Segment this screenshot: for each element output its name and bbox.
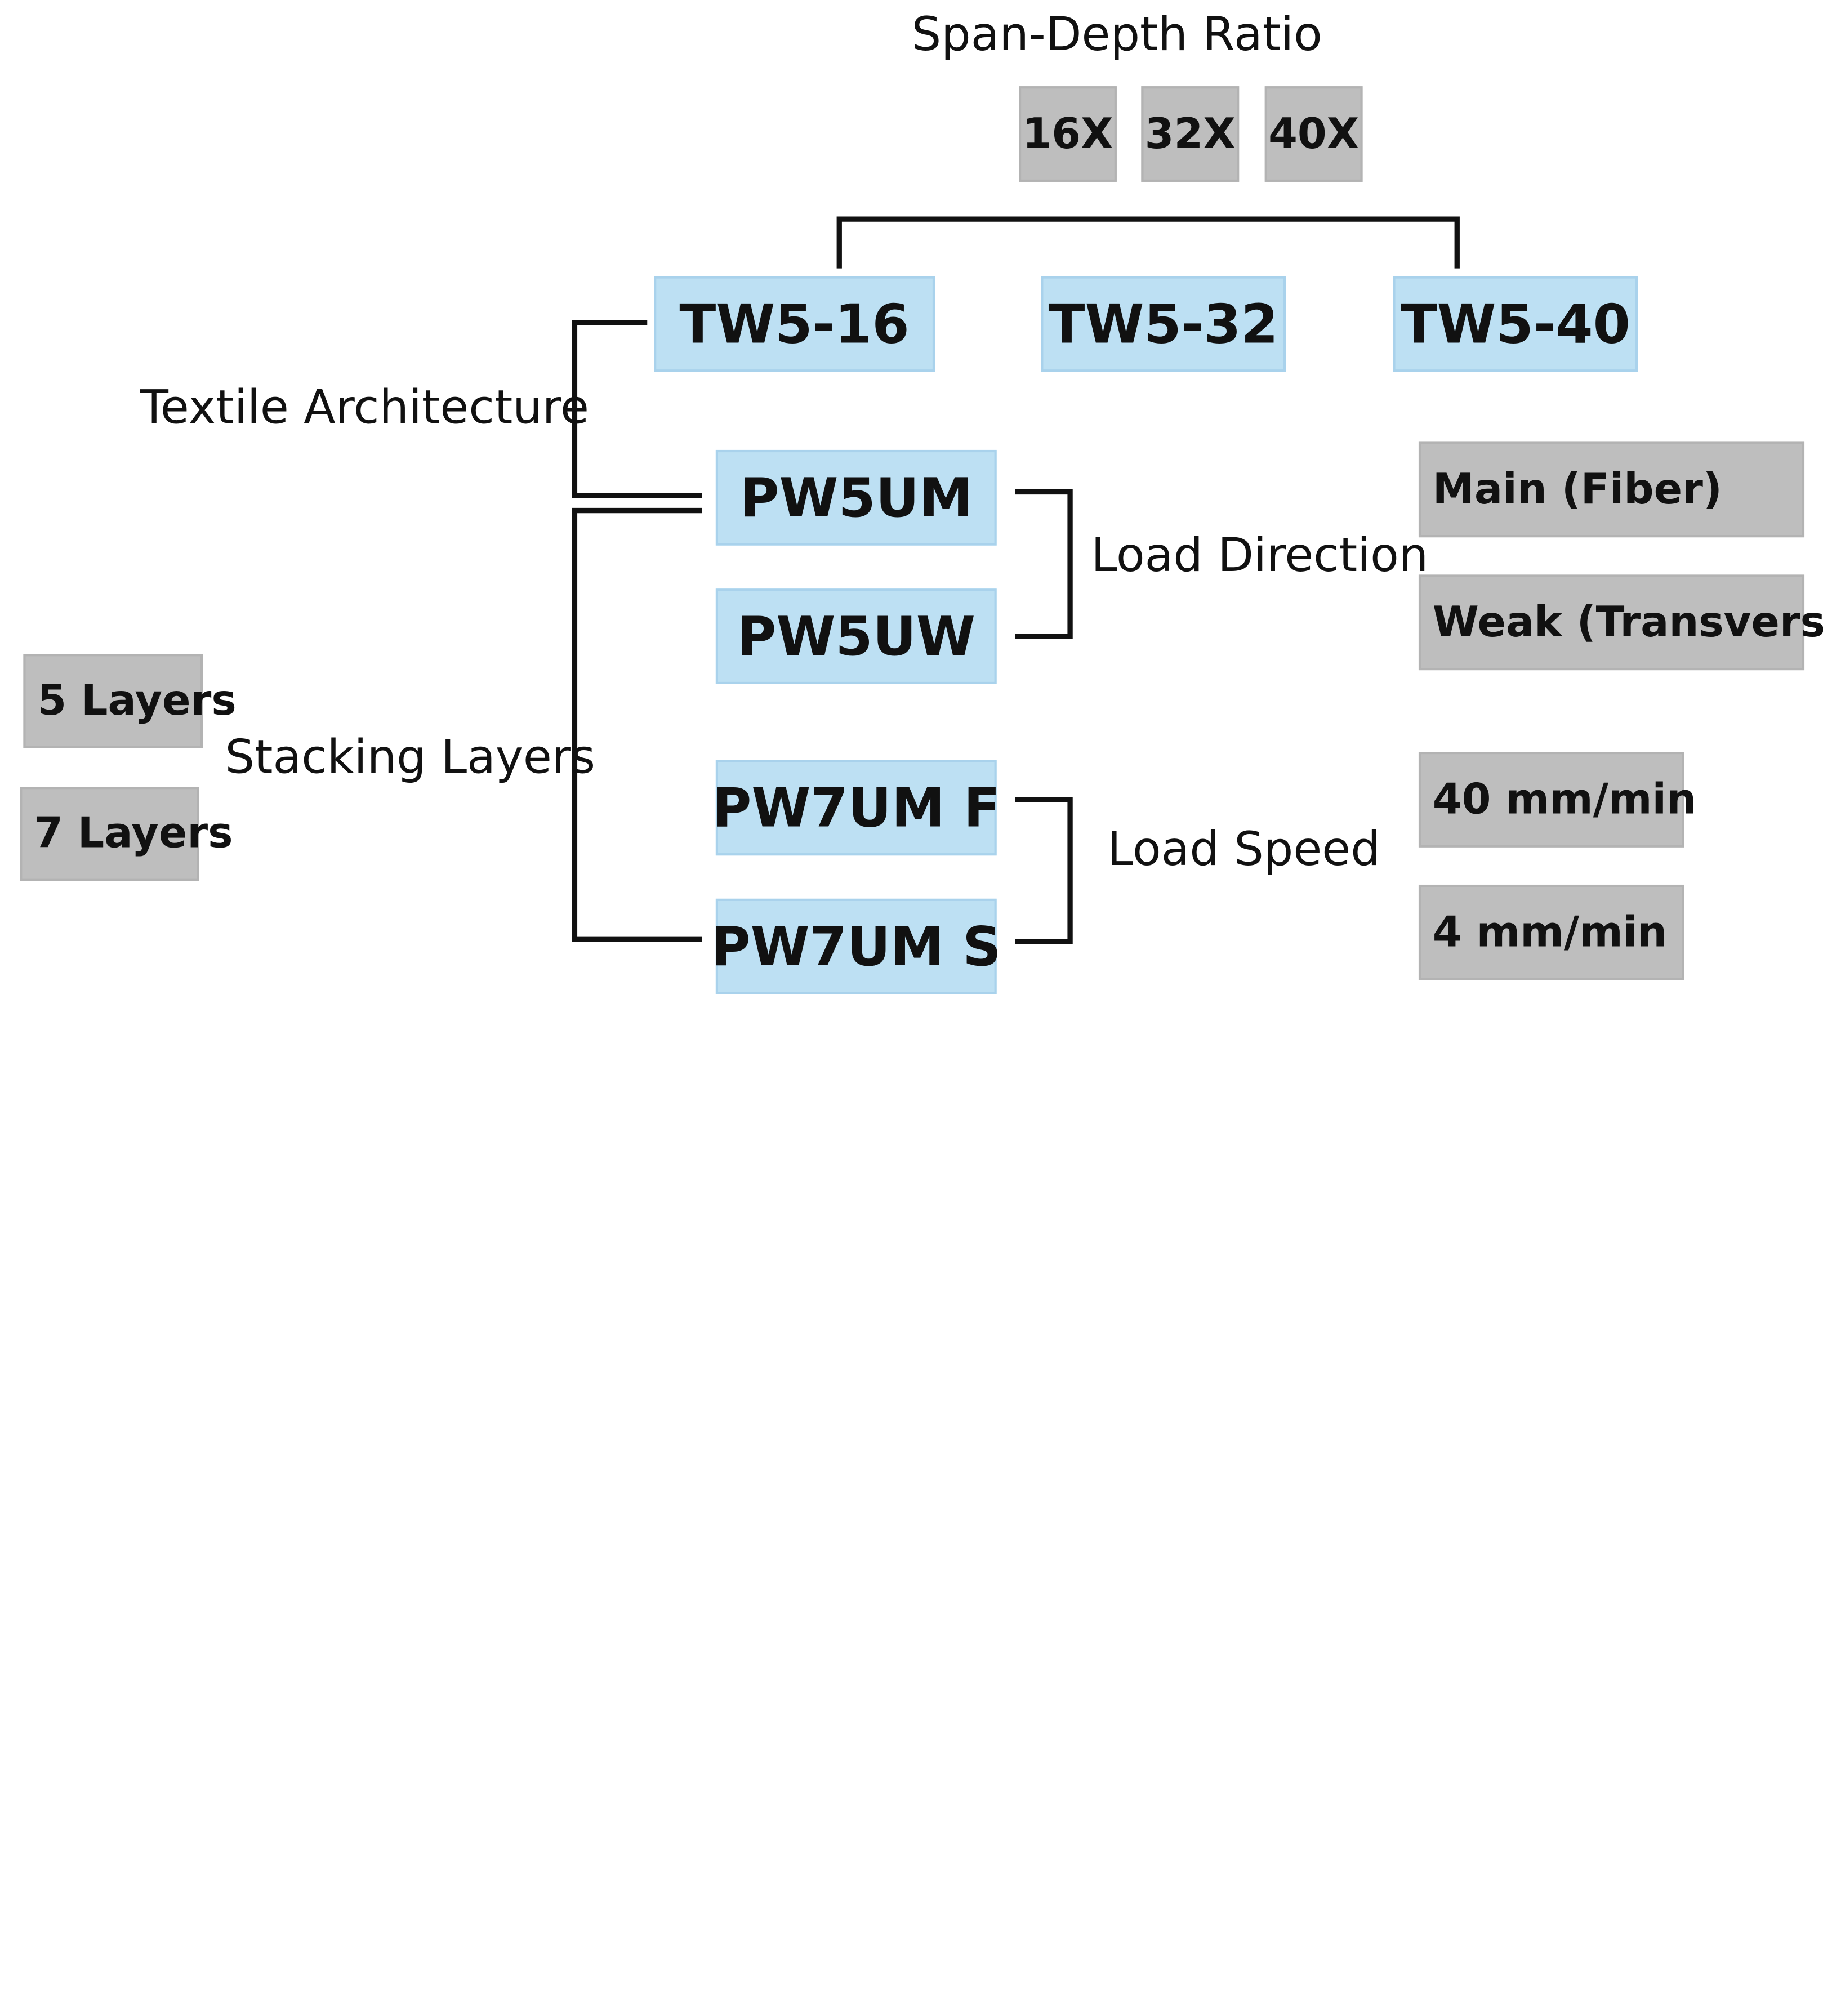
textile-architecture-bracket (572, 320, 702, 498)
span-depth-bracket (836, 216, 1460, 269)
specimen-tw5-40: TW5-40 (1393, 276, 1638, 372)
stacking-7-layers-box: 7 Layers (20, 787, 233, 881)
stacking-5-layers-box: 5 Layers (23, 654, 237, 748)
specimen-pw7um-s: PW7UM S (711, 898, 1001, 994)
stacking-layers-bracket (572, 507, 702, 942)
span-40x-box: 40X (1264, 86, 1363, 182)
load-direction-main-box: Main (Fiber) (1418, 441, 1805, 538)
specimen-tw5-16: TW5-16 (654, 276, 935, 372)
span-32x-box: 32X (1141, 86, 1240, 182)
load-speed-label: Load Speed (1107, 823, 1380, 877)
specimen-pw5um: PW5UM (715, 449, 997, 546)
load-direction-bracket (1015, 489, 1073, 639)
span-16x-box: 16X (1019, 86, 1117, 182)
specimen-pw7um-f: PW7UM F (712, 760, 1000, 856)
specimen-pw5uw: PW5UW (715, 588, 997, 684)
specimen-tw5-32: TW5-32 (1041, 276, 1286, 372)
stacking-layers-label: Stacking Layers (225, 730, 596, 784)
load-speed-4-box: 4 mm/min (1418, 884, 1684, 980)
load-direction-weak-box: Weak (Transverse) (1418, 574, 1823, 671)
connector-lines (572, 216, 1460, 945)
load-speed-40-box: 40 mm/min (1418, 752, 1696, 848)
textile-architecture-label: Textile Architecture (140, 381, 589, 435)
load-direction-label: Load Direction (1091, 529, 1429, 583)
load-speed-bracket (1015, 797, 1073, 945)
span-depth-ratio-title: Span-Depth Ratio (911, 8, 1322, 62)
